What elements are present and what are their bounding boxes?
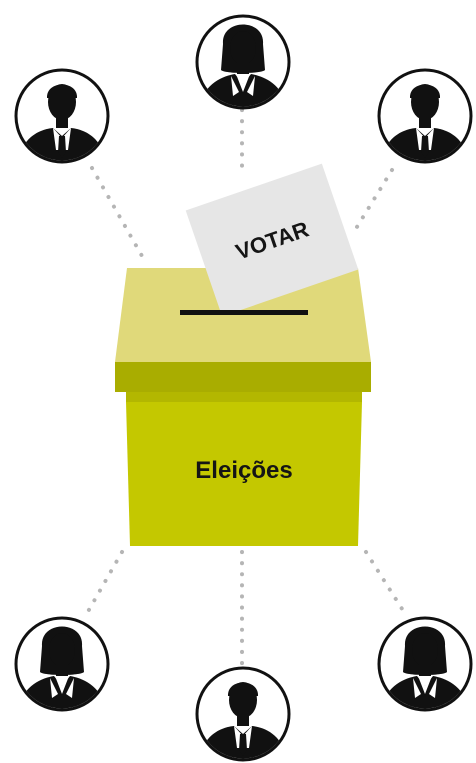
woman-icon — [379, 618, 471, 714]
voter-bottom-right — [379, 618, 471, 714]
ballot-paper: VOTAR — [185, 163, 359, 317]
voter-top-left — [16, 70, 108, 166]
woman-icon — [197, 16, 289, 112]
ballot-paper-sheet — [185, 163, 359, 317]
ballot-box-front — [126, 392, 362, 546]
connector-top-right — [350, 168, 394, 237]
man-icon — [379, 70, 471, 166]
connector-bottom-right — [364, 550, 406, 614]
connector-bottom-left — [84, 550, 124, 617]
ballot-box: Eleições — [115, 268, 371, 546]
connector-top-left — [90, 166, 144, 258]
man-icon — [197, 668, 289, 763]
voter-top-right — [379, 70, 471, 166]
woman-icon — [16, 618, 108, 714]
box-label: Eleições — [195, 457, 292, 484]
ballot-slot — [180, 310, 308, 315]
voter-bottom — [197, 668, 289, 763]
voter-bottom-left — [16, 618, 108, 714]
voter-top — [197, 16, 289, 112]
man-icon — [16, 70, 108, 166]
connector-lines — [84, 108, 406, 667]
ballot-box-band — [115, 362, 371, 392]
